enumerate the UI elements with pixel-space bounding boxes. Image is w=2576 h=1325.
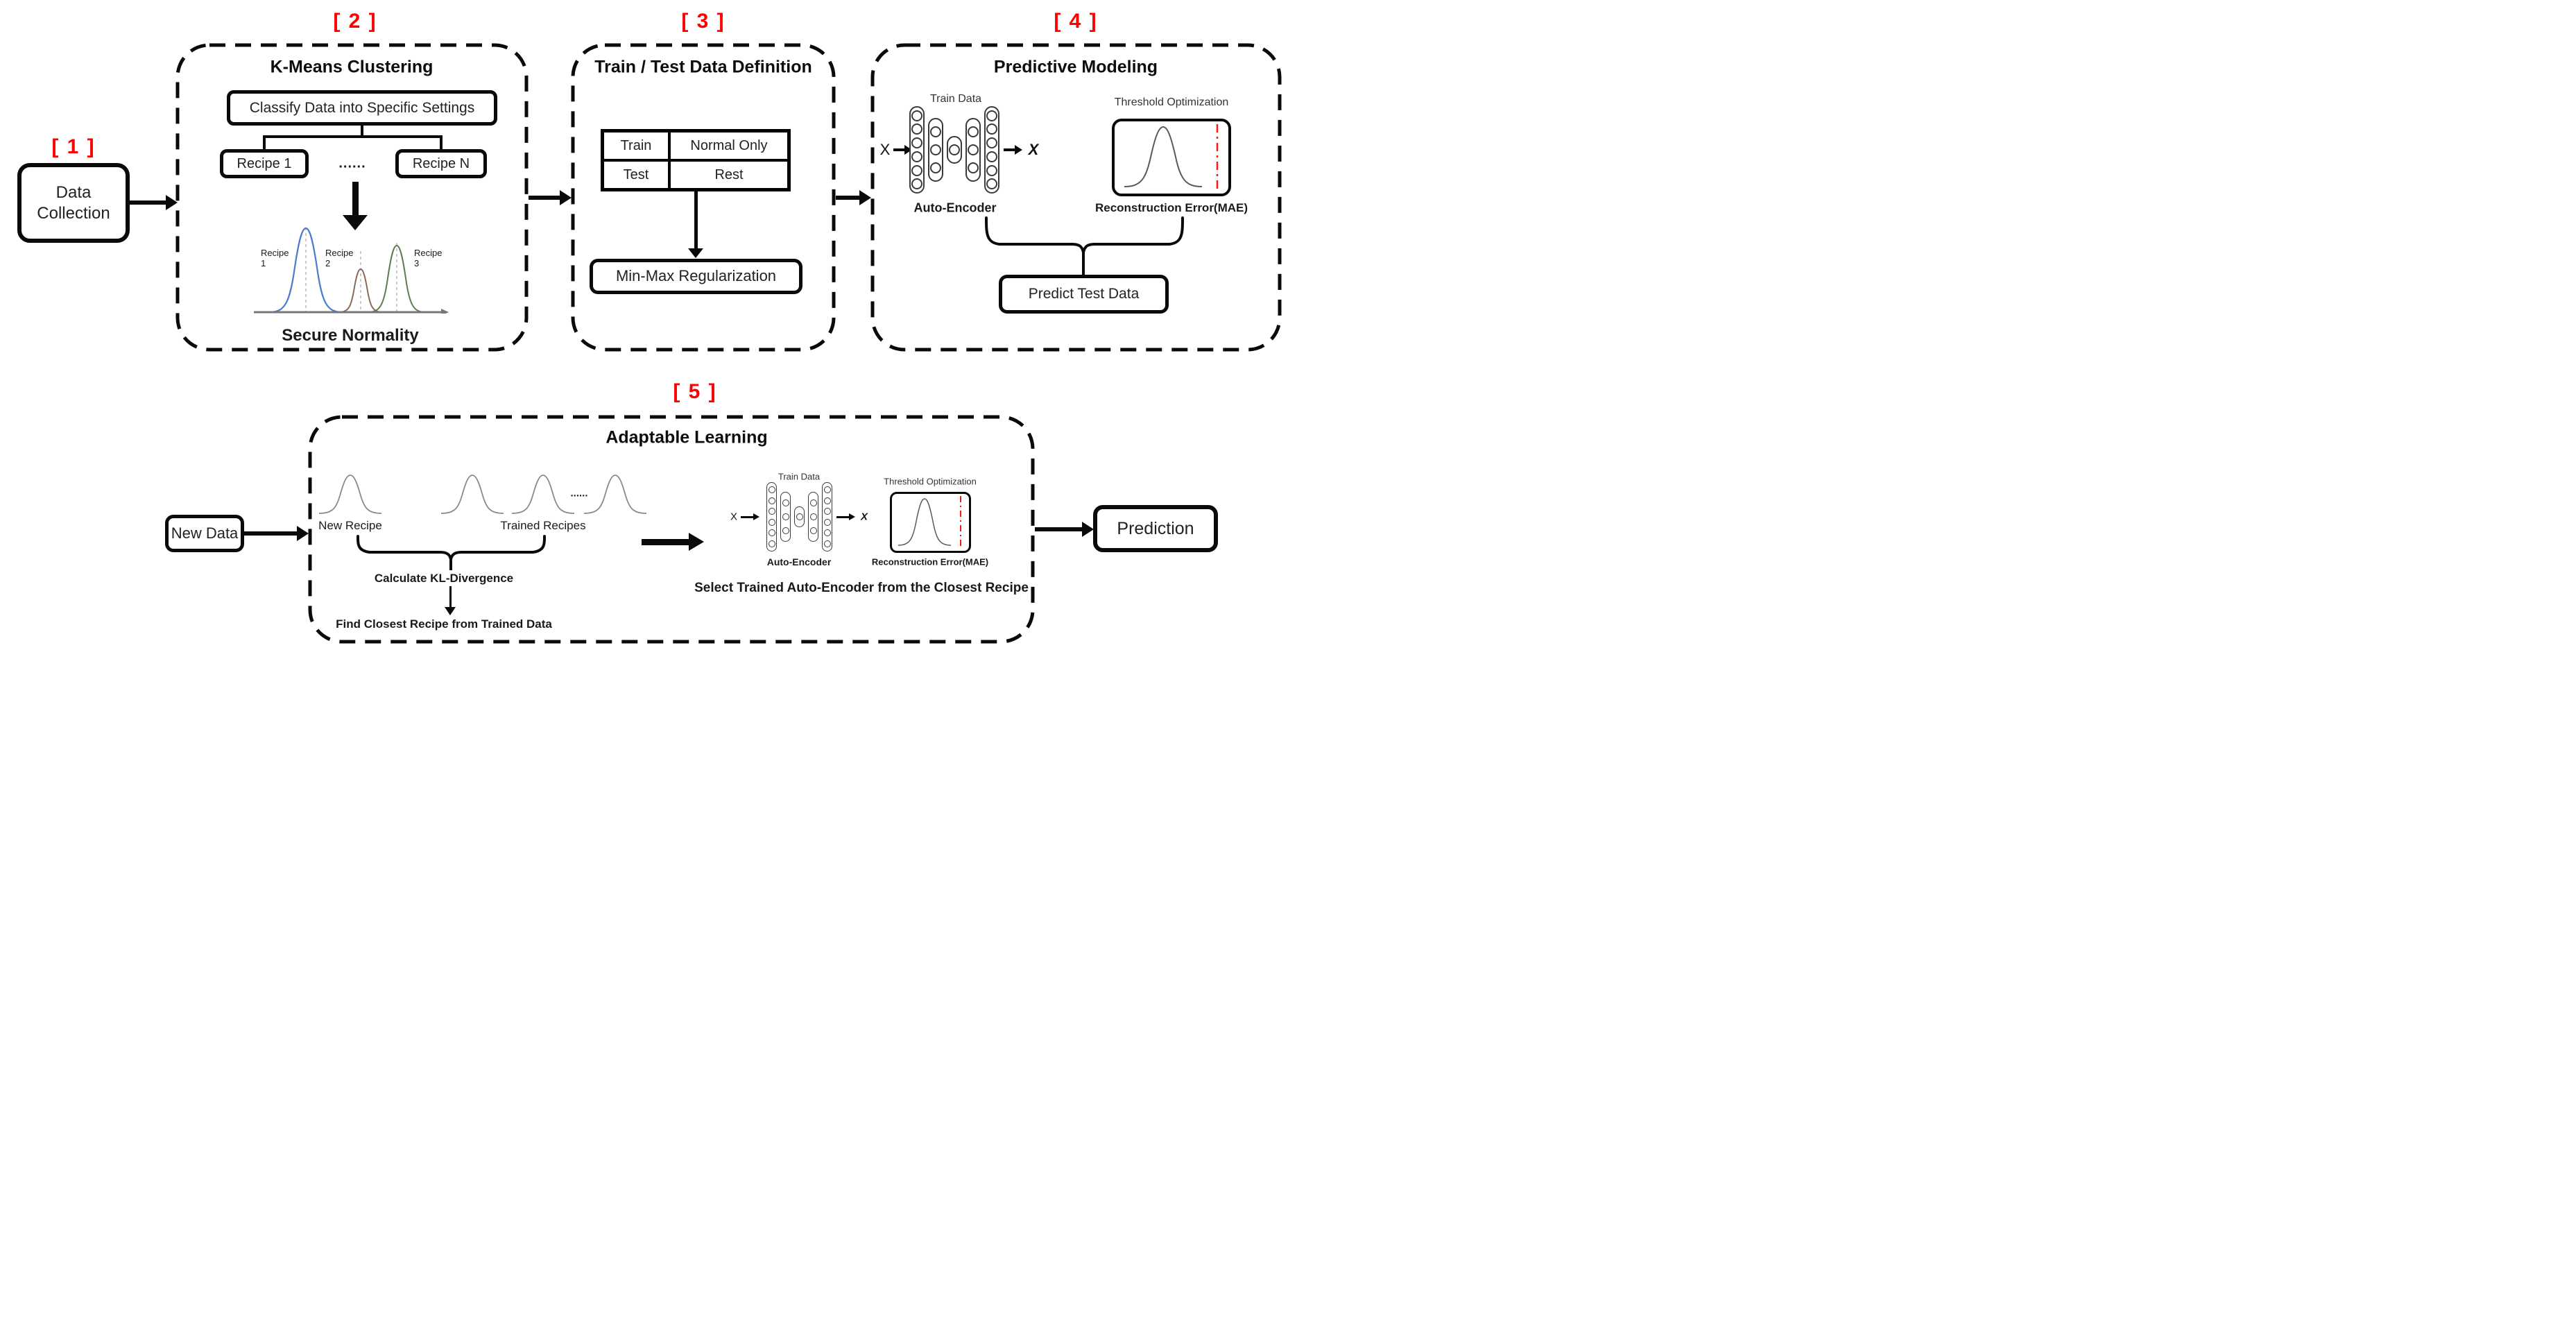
recipe-distributions-chart: [254, 227, 449, 314]
stage3-container: [571, 43, 836, 352]
stage2-title: K-Means Clustering: [270, 57, 433, 77]
ae-in-arrow-shaft: [893, 148, 904, 151]
trained-recipe-bell-2: [511, 475, 575, 514]
arrow-newdata-shaft: [244, 531, 297, 536]
stage1-tag: [ 1 ]: [51, 135, 96, 158]
arrow-kl-down-shaft: [449, 586, 452, 607]
reconstruction-error-label: Reconstruction Error(MAE): [1094, 201, 1248, 214]
brace-connector: [985, 216, 1184, 277]
calculate-kl-label: Calculate KL-Divergence: [374, 572, 514, 585]
ae-in-arrow-small-head: [753, 513, 759, 520]
ae-input-x-small: X: [730, 511, 738, 523]
train-test-table: Train Normal Only Test Rest: [601, 129, 791, 191]
cell-rest: Rest: [714, 166, 744, 182]
arrow-newdata-head: [297, 526, 309, 541]
stage5-container: [308, 415, 1035, 644]
recipe2-curve: [338, 268, 383, 313]
ae-out-arrow-head: [1015, 145, 1022, 155]
threshold-plot-box-small: [890, 492, 971, 553]
ae-in-arrow-small-shaft: [741, 516, 753, 518]
autoencoder-network: [909, 106, 999, 194]
bells-ellipsis: ......: [570, 487, 588, 499]
ae-out-arrow-shaft: [1004, 148, 1015, 151]
prediction-box: Prediction: [1093, 505, 1218, 552]
tree-stub: [361, 126, 363, 137]
kl-brace-connector: [357, 535, 546, 570]
arrow-table-down-head: [688, 248, 703, 258]
ae-output-x: X: [1028, 141, 1039, 158]
arrow-mid5-head: [689, 533, 704, 551]
arrow-s1-s2-shaft: [130, 200, 166, 205]
new-data-box: New Data: [165, 515, 244, 552]
recipe-1-box: Recipe 1: [220, 149, 309, 178]
trained-recipe-bell-1: [440, 475, 504, 514]
stage5-tag: [ 5 ]: [673, 380, 717, 403]
stage4-tag: [ 4 ]: [1054, 10, 1098, 33]
arrow-recipes-down-head: [343, 215, 368, 230]
arrow-recipes-down-shaft: [352, 182, 359, 215]
arrow-s2-s3-head: [560, 190, 572, 205]
tree-v2: [440, 138, 443, 149]
stage2-container: [175, 43, 529, 352]
stage5-title: Adaptable Learning: [606, 427, 768, 447]
cell-train: Train: [604, 132, 671, 159]
arrow-kl-down-head: [445, 607, 456, 615]
arrow-mid5-shaft: [642, 539, 689, 545]
new-recipe-bell: [318, 475, 382, 514]
train-data-label: Train Data: [929, 93, 982, 105]
recipe-n-box: Recipe N: [395, 149, 487, 178]
arrow-table-down-shaft: [694, 191, 698, 248]
tree-hline: [263, 135, 443, 138]
autoencoder-label: Auto-Encoder: [913, 200, 997, 215]
arrow-s1-s2-head: [166, 195, 178, 210]
autoencoder-network-small: [766, 482, 832, 552]
arrow-s5-pred-shaft: [1035, 527, 1082, 531]
recipe-ellipsis: ......: [338, 155, 366, 171]
threshold-plot-box: [1112, 119, 1231, 196]
select-trained-label: Select Trained Auto-Encoder from the Clo…: [694, 581, 1029, 595]
arrow-s3-s4-shaft: [836, 196, 859, 200]
minmax-box: Min-Max Regularization: [590, 259, 802, 294]
ae-output-x-small: X: [860, 511, 868, 523]
predict-test-data-box: Predict Test Data: [999, 275, 1169, 314]
arrow-s2-s3-shaft: [529, 196, 560, 200]
train-data-label-small: Train Data: [778, 471, 821, 482]
recipe3-curve: [368, 244, 426, 313]
recipe1-curve: [269, 227, 343, 314]
ae-input-x: X: [879, 141, 891, 158]
new-recipe-label: New Recipe: [318, 519, 382, 532]
autoencoder-label-small: Auto-Encoder: [766, 556, 832, 567]
arrow-s3-s4-head: [859, 190, 871, 205]
arrow-s5-pred-head: [1082, 522, 1094, 537]
ae-out-arrow-small-shaft: [836, 516, 849, 518]
stage2-tag: [ 2 ]: [333, 10, 377, 33]
table-row: Train Normal Only: [604, 132, 787, 162]
stage4-container: [870, 43, 1282, 352]
cell-test: Test: [604, 162, 671, 188]
trained-recipes-label: Trained Recipes: [500, 519, 586, 532]
reconstruction-error-label-small: Reconstruction Error(MAE): [871, 556, 989, 567]
stage4-title: Predictive Modeling: [993, 57, 1158, 77]
threshold-optimization-label-small: Threshold Optimization: [884, 476, 977, 487]
threshold-plot: [1124, 124, 1219, 191]
threshold-plot-small: [898, 496, 961, 549]
stage3-tag: [ 3 ]: [681, 10, 725, 33]
tree-v1: [263, 138, 266, 149]
stage3-title: Train / Test Data Definition: [594, 57, 812, 77]
cell-normal-only: Normal Only: [690, 137, 768, 153]
threshold-optimization-label: Threshold Optimization: [1114, 96, 1229, 108]
trained-recipe-bell-n: [583, 475, 647, 514]
ml-pipeline-diagram: [ 1 ] [ 2 ] [ 3 ] [ 4 ] [ 5 ] K-Means Cl…: [0, 0, 1288, 662]
table-row: Test Rest: [604, 162, 787, 188]
ae-in-arrow-head: [904, 145, 912, 155]
x-axis-arrow: [441, 309, 449, 314]
classify-box: Classify Data into Specific Settings: [227, 90, 497, 126]
find-closest-label: Find Closest Recipe from Trained Data: [336, 617, 552, 631]
secure-normality-caption: Secure Normality: [282, 326, 419, 345]
data-collection-box: Data Collection: [17, 163, 130, 243]
ae-out-arrow-small-head: [849, 513, 855, 520]
